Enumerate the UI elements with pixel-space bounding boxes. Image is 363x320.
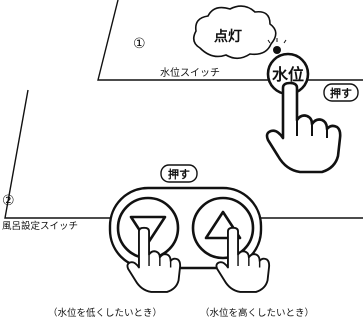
panel-1-number: ① [133,36,146,52]
indicator-cloud [192,5,277,60]
water-level-button-label: 水位 [272,65,304,84]
press-label-1: 押す [330,86,352,100]
indicator-text: 点灯 [214,28,242,45]
caption-raise-water-level: （水位を高くしたいとき） [200,307,314,319]
indicator-lamp [273,46,281,54]
water-level-switch-label: 水位スイッチ [160,66,220,79]
press-label-2-frame [160,164,198,183]
bath-setting-switch-label: 風呂設定スイッチ [2,220,78,232]
press-label-1-frame [323,83,359,102]
press-label-2: 押す [168,167,190,181]
caption-lower-water-level: （水位を低くしたいとき） [48,307,162,319]
panel-2-number: ② [2,193,15,209]
